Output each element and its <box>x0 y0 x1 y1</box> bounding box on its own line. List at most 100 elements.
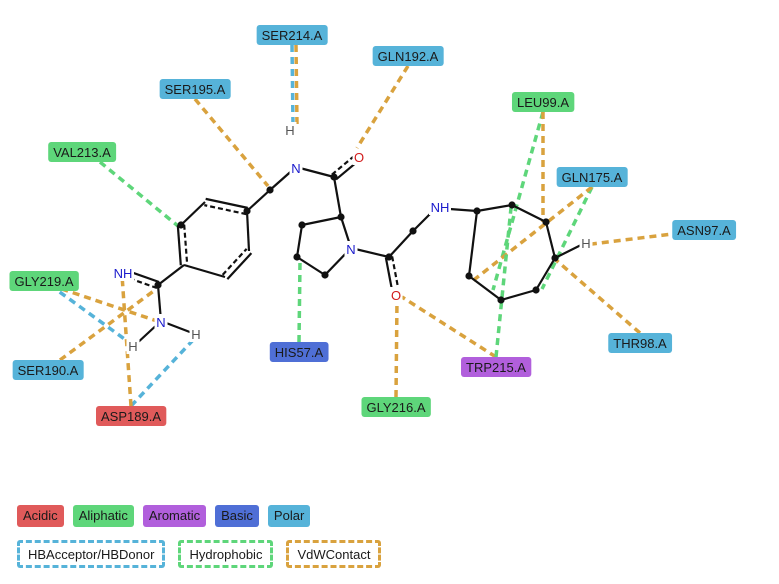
atom-hc7 <box>465 272 473 280</box>
bond-pc4-pc5 <box>296 256 326 276</box>
bond-hc1-hc2 <box>476 203 513 213</box>
residue-label-his57-a: HIS57.A <box>275 345 324 360</box>
residue-label-ser214-a: SER214.A <box>262 28 323 43</box>
residue-ser195-a: SER195.A <box>159 79 231 99</box>
residue-his57-a: HIS57.A <box>269 342 329 362</box>
bond-hc7-hc1 <box>467 210 479 277</box>
residue-chip-val213-a <box>48 142 117 162</box>
residue-ser214-a: SER214.A <box>256 25 328 45</box>
interaction-gln192-a-vdwcontact <box>355 65 410 149</box>
residue-label-gln192-a: GLN192.A <box>378 49 439 64</box>
residue-chip-his57-a <box>269 342 329 362</box>
interaction-trp215-a-vdwcontact <box>401 295 497 359</box>
residue-ser190-a: SER190.A <box>12 360 84 380</box>
atom-pcA <box>385 253 393 261</box>
bond-b5-b6-second <box>221 248 248 276</box>
bond-b1-b2-second <box>204 204 247 216</box>
atom-b1 <box>243 207 251 215</box>
atom-label-nh-3: NH <box>114 266 133 281</box>
atom-label-bg-2 <box>352 149 366 165</box>
bond-b3-b4 <box>176 225 182 266</box>
interaction-trp215-a-hydrophobic <box>494 207 513 358</box>
bond-b2-b3 <box>180 201 206 226</box>
atom-label-h-9: H <box>191 327 200 342</box>
residue-chip-thr98-a <box>608 333 673 353</box>
bond-pcA-po-second <box>391 256 401 294</box>
residue-labels: SER214.A GLN192.A SER195.A LEU99.A VAL213.A G… <box>9 25 737 426</box>
bond-c2-pc2 <box>332 176 343 218</box>
atom-b3 <box>177 221 185 229</box>
residue-chip-asn97-a <box>672 220 737 240</box>
bond-hc5-hc6 <box>500 288 537 302</box>
residue-label-ser195-a: SER195.A <box>165 82 226 97</box>
interaction-ser190-a-vdwcontact <box>58 288 157 362</box>
residue-label-asn97-a: ASN97.A <box>677 223 731 238</box>
residue-chip-ser214-a <box>256 25 328 45</box>
atom-hc4 <box>551 254 559 262</box>
atom-label-bg-6 <box>429 199 451 215</box>
bond-b5-b6 <box>226 252 253 280</box>
atom-label-bg-1 <box>289 160 303 176</box>
atom-pcB <box>409 227 417 235</box>
atom-label-h-0: H <box>285 123 294 138</box>
residue-chip-ser190-a <box>12 360 84 380</box>
atom-label-h-10: H <box>128 339 137 354</box>
bond-b4-am <box>157 264 185 286</box>
atom-label-bg-9 <box>189 326 203 342</box>
residue-leu99-a: LEU99.A <box>511 92 575 112</box>
atom-c1 <box>266 186 274 194</box>
bond-b3-b4-second <box>183 224 189 265</box>
residue-chip-leu99-a <box>511 92 575 112</box>
interaction-ser214-a-hbacceptor-hbdonor <box>290 44 295 126</box>
atom-c2 <box>330 173 338 181</box>
residue-label-thr98-a: THR98.A <box>613 336 667 351</box>
bond-b1-b2 <box>205 197 248 209</box>
bond-hc4-hc5 <box>535 257 556 291</box>
atom-pc5 <box>321 271 329 279</box>
bond-pc2-pc3 <box>301 215 342 227</box>
atom-pc3 <box>298 221 306 229</box>
bond-hc2-hc3 <box>511 204 547 223</box>
atom-label-bg-3 <box>112 265 134 281</box>
atom-label-bg-10 <box>126 338 140 354</box>
bond-c1-b1 <box>246 189 271 212</box>
residue-label-gln175-a: GLN175.A <box>562 170 623 185</box>
interaction-thr98-a-vdwcontact <box>554 258 642 335</box>
residue-chip-trp215-a <box>461 357 532 377</box>
interaction-leu99-a-hydrophobic <box>491 111 545 291</box>
residue-asn97-a: ASN97.A <box>672 220 737 240</box>
bond-am-amN1-second <box>122 274 158 290</box>
interaction-gly216-a-vdwcontact <box>394 299 399 398</box>
residue-label-gly216-a: GLY216.A <box>366 400 425 415</box>
interaction-gln175-a-vdwcontact <box>468 185 594 285</box>
residue-chip-gln192-a <box>372 46 444 66</box>
bond-pcA-pcB <box>388 230 414 258</box>
atom-label-bg-5 <box>389 287 403 303</box>
atom-label-n-1: N <box>291 161 300 176</box>
residue-chip-ser195-a <box>159 79 231 99</box>
residue-label-ser190-a: SER190.A <box>18 363 79 378</box>
residue-trp215-a: TRP215.A <box>461 357 532 377</box>
atom-label-o-2: O <box>354 150 364 165</box>
atom-label-bg-8 <box>154 314 168 330</box>
interaction-gln175-a-hydrophobic <box>540 186 594 290</box>
atom-label-n-4: N <box>346 242 355 257</box>
interaction-ser214-a-vdwcontact <box>294 44 299 126</box>
residue-chip-asp189-a <box>96 406 167 426</box>
atom-label-bg-0 <box>283 122 297 138</box>
residue-chip-gly219-a <box>9 271 79 291</box>
residue-asp189-a: ASP189.A <box>96 406 167 426</box>
bond-c2-o1-second <box>331 153 357 176</box>
atom-label-nh-6: NH <box>431 200 450 215</box>
residue-val213-a: VAL213.A <box>48 142 117 162</box>
residue-thr98-a: THR98.A <box>608 333 673 353</box>
atom-hc1 <box>473 207 481 215</box>
residue-label-trp215-a: TRP215.A <box>466 360 526 375</box>
atom-label-bg-7 <box>579 235 593 251</box>
atom-hc5 <box>532 286 540 294</box>
bond-b6-b1 <box>245 210 251 252</box>
residue-chip-gln175-a <box>556 167 628 187</box>
atom-am <box>154 281 162 289</box>
